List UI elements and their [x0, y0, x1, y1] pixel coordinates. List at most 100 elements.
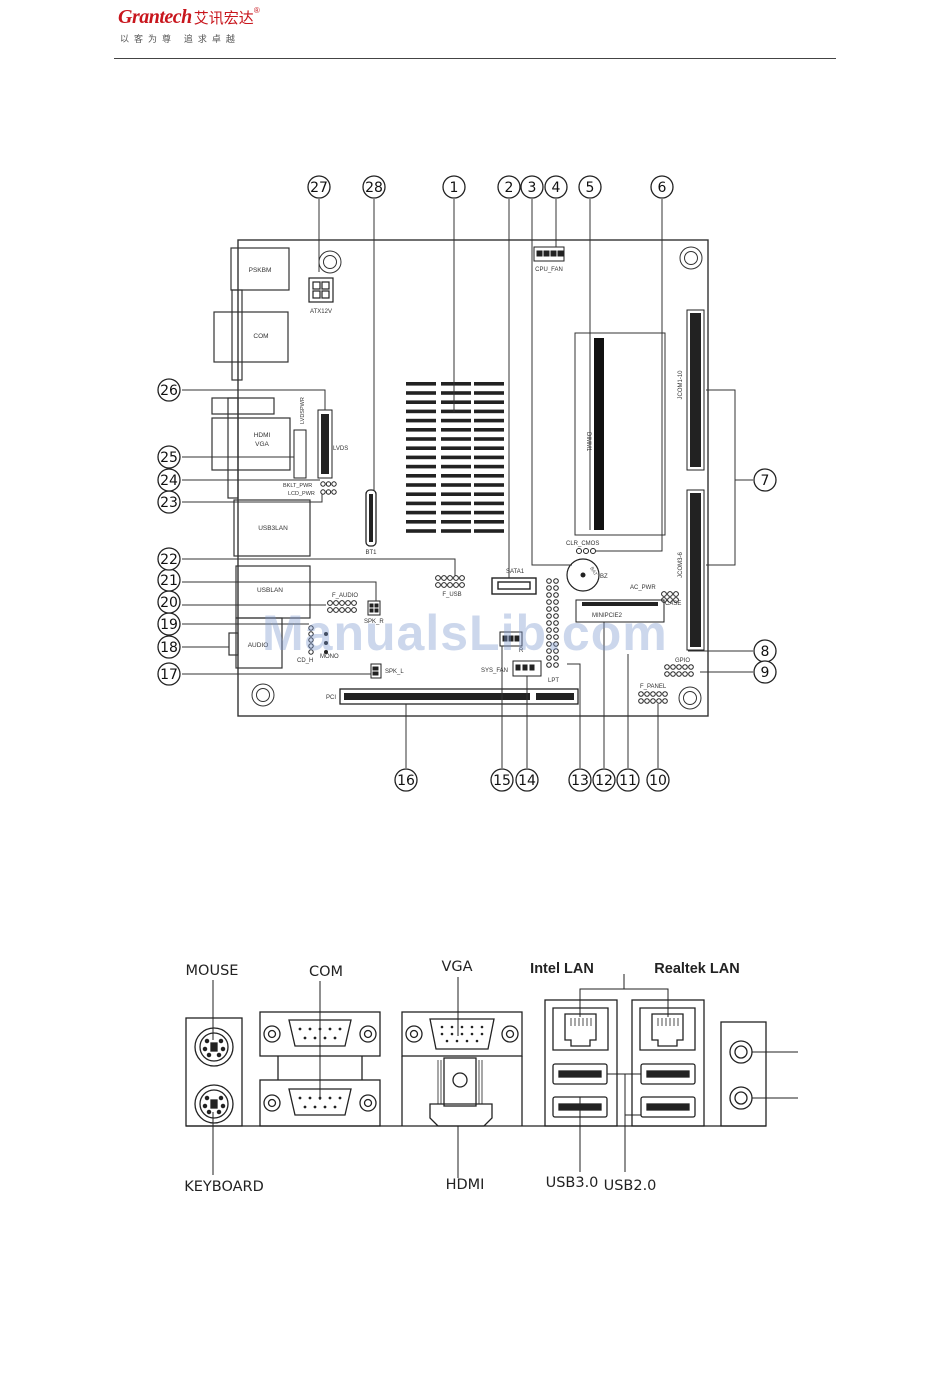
callout-number: 4: [552, 180, 561, 196]
callout-number: 8: [761, 644, 770, 660]
callout-21: 21: [157, 568, 181, 592]
callout-18: 18: [157, 635, 181, 659]
heatsink-fin: [441, 510, 471, 515]
label-bt1: BT1: [365, 550, 377, 556]
label-rear-vga: VGA: [441, 959, 472, 975]
heatsink-fin: [441, 529, 471, 533]
mounting-hole: [679, 246, 703, 270]
header-pin: [682, 664, 688, 670]
heatsink-fin: [474, 520, 504, 524]
callout-27: 27: [307, 175, 331, 199]
pskbm-block: [230, 247, 290, 291]
header-pin: [664, 671, 670, 677]
label-intel-lan: Intel LAN: [530, 961, 594, 977]
callout-16: 16: [394, 768, 418, 792]
header-pin: [546, 641, 552, 647]
callout-number: 14: [518, 773, 536, 789]
clr-cmos-jumper: [576, 548, 596, 554]
label-minipcie2: MINIPCIE2: [592, 613, 623, 619]
callout-number: 26: [160, 383, 178, 399]
heatsink-fin: [474, 418, 504, 423]
heatsink-fin: [406, 501, 436, 506]
label-case: CASE: [665, 601, 681, 607]
header-pin: [459, 575, 465, 581]
com-block: [213, 311, 289, 363]
callout-4: 4: [544, 175, 568, 199]
heatsink-fin: [441, 483, 471, 487]
label-spk-r: SPK_R: [364, 619, 384, 625]
callout-number: 7: [761, 473, 770, 489]
label-rear-com: COM: [309, 964, 343, 980]
header-pin: [656, 691, 662, 697]
callout-number: 19: [160, 617, 178, 633]
label-f-usb: F_USB: [442, 592, 461, 598]
callout-number: 11: [619, 773, 637, 789]
callout-number: 18: [160, 640, 178, 656]
callout-20: 20: [157, 590, 181, 614]
callout-8: 8: [753, 639, 777, 663]
callout-22: 22: [157, 547, 181, 571]
callout-24: 24: [157, 468, 181, 492]
heatsink-fin: [441, 382, 471, 386]
label-mono: MONO: [320, 654, 339, 660]
buzzer: [566, 558, 600, 592]
usb2-port-lower: [640, 1096, 696, 1118]
cpu-fan-connector: [533, 246, 565, 262]
label-pskbm: PSKBM: [249, 267, 272, 274]
intel-lan-usb-stack: [544, 999, 618, 1127]
mounting-holes: [251, 246, 703, 710]
label-atx12v: ATX12V: [310, 309, 332, 315]
label-sys-fan: SYS_FAN: [481, 668, 508, 674]
header-pin: [553, 620, 559, 626]
label-com: COM: [253, 333, 268, 340]
header-pin: [670, 671, 676, 677]
header-pin: [327, 600, 333, 606]
label-lcd-pwr: LCD_PWR: [288, 491, 315, 497]
label-lvds: LVDS: [333, 446, 348, 452]
heatsink-fin: [441, 400, 471, 404]
callout-7: 7: [753, 468, 777, 492]
hdmi-port: [429, 1103, 493, 1127]
callout-number: 1: [450, 180, 459, 196]
header-pin: [546, 578, 552, 584]
mounting-hole: [251, 683, 275, 707]
callout-number: 5: [586, 180, 595, 196]
heatsink-fin: [474, 446, 504, 450]
callout-15: 15: [490, 768, 514, 792]
header-pin: [546, 620, 552, 626]
heatsink-fin: [441, 464, 471, 469]
label-r: R: [519, 648, 524, 654]
header-pin: [553, 613, 559, 619]
header-pin: [546, 613, 552, 619]
f-usb-header: [435, 575, 465, 588]
label-jcom3-6: JCOM3-6: [678, 552, 684, 578]
header-pin: [441, 582, 447, 588]
header-pin: [553, 606, 559, 612]
callout-number: 12: [595, 773, 613, 789]
mouse-port: [194, 1027, 234, 1067]
heatsink-fin: [474, 510, 504, 515]
header-pin: [453, 575, 459, 581]
atx12v-connector: [308, 277, 334, 303]
header-pin: [447, 575, 453, 581]
heatsink-fin: [474, 382, 504, 386]
header-pin: [459, 582, 465, 588]
logo-reg-mark: ®: [253, 6, 260, 15]
header-pin: [325, 481, 332, 487]
header-pin: [656, 698, 662, 704]
callout-17: 17: [157, 662, 181, 686]
label-sata1: SATA1: [506, 569, 525, 575]
header-pin: [676, 671, 682, 677]
heatsink-fin: [406, 492, 436, 496]
rear-leader-lines: [212, 974, 798, 1178]
callout-1: 1: [442, 175, 466, 199]
audio-jack: [729, 1086, 753, 1110]
hdmi-vga-block: [211, 417, 291, 471]
header-pin: [553, 578, 559, 584]
header-pin: [333, 607, 339, 613]
heatsink-fin: [441, 474, 471, 478]
heatsink: [406, 382, 504, 533]
callout-number: 2: [505, 180, 514, 196]
heatsink-fin: [441, 446, 471, 450]
